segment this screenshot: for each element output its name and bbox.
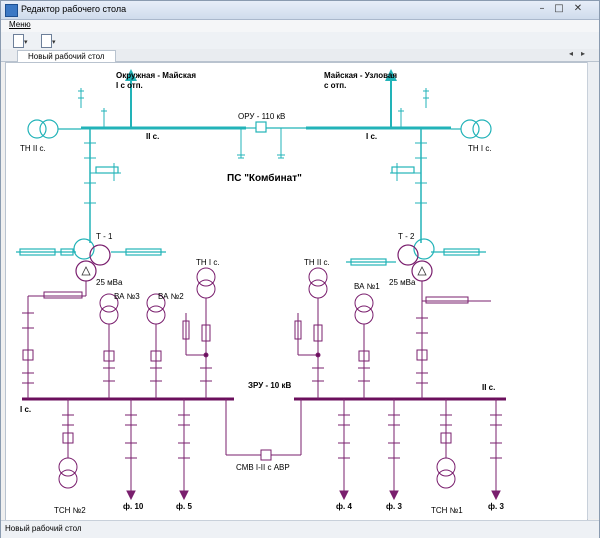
menu-bar: Меню [1, 20, 599, 32]
section-2-label: II с. [146, 132, 159, 141]
line-left-label: Окружная - Майская [116, 71, 196, 80]
tab-scroll-right-icon[interactable]: ▸ [581, 49, 586, 58]
smv-label: СМВ I-II с АВР [236, 463, 290, 472]
tsn2-label: ТСН №2 [54, 506, 86, 515]
ba3-label: ВА №3 [114, 292, 140, 301]
close-icon[interactable]: ✕ [573, 3, 583, 14]
line-right-label: Майская - Узловая [324, 71, 397, 80]
feeder-3b-label: ф. 3 [488, 502, 504, 511]
t1-label: Т - 1 [96, 232, 113, 241]
line-left-sublabel: I с отп. [116, 81, 143, 90]
transformer-t2[interactable] [397, 238, 435, 282]
tn-left-label: ТН II с. [20, 144, 46, 153]
status-text: Новый рабочий стол [5, 524, 82, 533]
chevron-down-icon: ▾ [24, 38, 28, 46]
minimize-icon[interactable]: – [539, 3, 545, 14]
tn1-10-label: ТН I с. [196, 258, 220, 267]
chevron-down-icon: ▾ [52, 38, 56, 46]
open-document-icon [41, 34, 52, 48]
feeder-5-label: ф. 5 [176, 502, 192, 511]
tab-bar: Новый рабочий стол ◂ ▸ [1, 49, 599, 62]
zru-label: ЗРУ - 10 кВ [248, 381, 291, 390]
vertical-scrollbar[interactable] [587, 62, 599, 519]
maximize-icon[interactable]: □ [554, 3, 564, 14]
t1-power-label: 25 мВа [96, 278, 123, 287]
transformer-t1[interactable] [73, 238, 111, 282]
new-document-icon [13, 34, 24, 48]
app-icon [5, 4, 18, 17]
oru-label: ОРУ - 110 кВ [238, 112, 285, 121]
status-bar: Новый рабочий стол [1, 520, 599, 538]
bus-left-label: I с. [20, 405, 31, 414]
line-right-sublabel: с отп. [324, 81, 346, 90]
ba2-label: ВА №2 [158, 292, 184, 301]
oru-110-section [16, 69, 492, 266]
tn-right-label: ТН I с. [468, 144, 492, 153]
bus-right-label: II с. [482, 383, 495, 392]
open-document-button[interactable]: ▾ [39, 34, 59, 48]
tsn1-label: ТСН №1 [431, 506, 463, 515]
tab-new-desktop[interactable]: Новый рабочий стол [17, 50, 116, 62]
feeder-3a-label: ф. 3 [386, 502, 402, 511]
menu-button[interactable]: Меню [9, 20, 31, 29]
diagram-canvas[interactable]: Окружная - Майская I с отп. Майская - Уз… [5, 62, 588, 521]
title-bar: Редактор рабочего стола – □ ✕ [1, 1, 599, 20]
single-line-diagram: Окружная - Майская I с отп. Майская - Уз… [16, 69, 506, 515]
feeder-10-label: ф. 10 [123, 502, 144, 511]
new-document-button[interactable]: ▾ [11, 34, 31, 48]
window-title: Редактор рабочего стола [21, 4, 127, 14]
tn2-10-label: ТН II с. [304, 258, 330, 267]
substation-label: ПС "Комбинат" [227, 172, 302, 184]
section-1-label: I с. [366, 132, 377, 141]
toolbar: ▾ ▾ [1, 32, 599, 50]
feeder-4-label: ф. 4 [336, 502, 352, 511]
t2-label: Т - 2 [398, 232, 415, 241]
diagram-labels: Окружная - Майская I с отп. Майская - Уз… [20, 71, 504, 515]
zru-10-section [22, 267, 506, 501]
tab-scroll-left-icon[interactable]: ◂ [569, 49, 574, 58]
t2-power-label: 25 мВа [389, 278, 416, 287]
ba1-label: ВА №1 [354, 282, 380, 291]
